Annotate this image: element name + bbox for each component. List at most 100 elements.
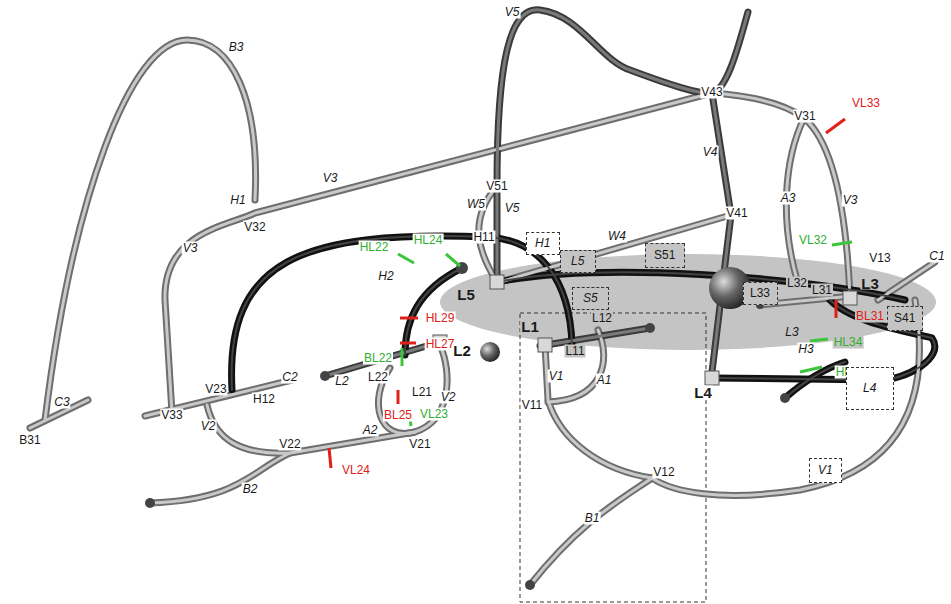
- part-label: C3: [53, 396, 70, 409]
- part-label: C1: [928, 250, 945, 263]
- part-label: L22: [367, 371, 389, 384]
- part-label: B3: [228, 41, 245, 54]
- part-label: H1: [229, 194, 246, 207]
- part-label: V2: [440, 391, 457, 404]
- link-tube: [540, 328, 650, 346]
- link-tube: [150, 453, 290, 503]
- cut-label: HL22: [359, 241, 390, 254]
- rod-end: [645, 323, 655, 333]
- link-tube: [497, 10, 748, 282]
- part-label: B2: [242, 483, 259, 496]
- part-label: V3: [182, 242, 199, 255]
- tube-highlight: [232, 236, 572, 390]
- part-label: L4: [693, 386, 713, 399]
- tube-highlight: [150, 453, 290, 503]
- box-label: S51: [654, 249, 675, 262]
- link-tube: [232, 236, 572, 390]
- part-label: L2: [334, 375, 349, 388]
- cut-mark: [400, 317, 418, 320]
- box-label: L33: [750, 287, 770, 300]
- link-tube: [652, 300, 919, 495]
- cut-label: VL33: [851, 97, 881, 110]
- part-label: H12: [252, 393, 276, 406]
- cut-mark: [800, 367, 822, 372]
- dashed-callout-box: V1: [809, 458, 842, 483]
- part-label: L12: [591, 312, 613, 325]
- cut-mark: [832, 242, 852, 245]
- tube-highlight: [165, 93, 804, 413]
- dashed-callout-box: S5: [572, 287, 609, 310]
- part-label: W4: [607, 230, 627, 243]
- part-label: W5: [466, 198, 486, 211]
- part-label: V32: [243, 221, 266, 234]
- box-label: V1: [818, 464, 833, 477]
- tube-highlight: [545, 345, 652, 478]
- part-label: L5: [456, 288, 476, 301]
- part-label: H11: [472, 231, 495, 244]
- joint-cube: [538, 338, 552, 352]
- cut-mark: [400, 342, 416, 345]
- tube-highlight: [207, 345, 447, 453]
- part-label: V21: [408, 438, 431, 451]
- part-label: V5: [504, 6, 521, 19]
- link-tube: [545, 345, 652, 478]
- dashed-callout-box: L4: [846, 367, 894, 410]
- part-label: V13: [868, 252, 891, 265]
- cut-label: HL34: [833, 336, 864, 349]
- box-label: L5: [571, 255, 584, 268]
- part-label: V11: [521, 399, 543, 412]
- part-label: L11: [564, 345, 585, 358]
- part-label: L31: [811, 284, 833, 297]
- cut-mark: [398, 254, 414, 263]
- cut-label: BL22: [363, 352, 393, 365]
- part-label: V3: [842, 194, 859, 207]
- rod-end: [145, 498, 155, 508]
- link-tube: [878, 262, 935, 300]
- part-label: V22: [278, 438, 301, 451]
- rod-end: [525, 580, 535, 590]
- part-label: L3: [784, 326, 799, 339]
- tube-highlight: [540, 328, 650, 346]
- part-label: B1: [584, 512, 601, 525]
- part-label: L2: [452, 344, 472, 357]
- cut-label: HL29: [425, 312, 456, 325]
- box-label: H1: [535, 237, 550, 250]
- part-label: C2: [281, 371, 298, 384]
- cut-mark: [835, 300, 838, 318]
- cut-mark: [329, 448, 331, 468]
- part-label: B31: [18, 434, 41, 447]
- box-label: L4: [863, 382, 876, 395]
- rod-end: [320, 371, 330, 381]
- part-label: V23: [204, 383, 227, 396]
- tube-highlight: [804, 118, 850, 298]
- part-label: V12: [652, 466, 675, 479]
- part-label: H3: [797, 343, 814, 356]
- tube-highlight: [530, 478, 652, 585]
- tube-highlight: [497, 10, 748, 282]
- part-label: L1: [520, 320, 540, 333]
- cut-mark: [397, 390, 400, 404]
- part-label: A2: [362, 424, 379, 437]
- cut-label: HL27: [425, 338, 456, 351]
- rod-end: [780, 393, 790, 403]
- cut-mark: [401, 348, 404, 366]
- cut-label: BL31: [855, 310, 885, 323]
- link-tube: [530, 478, 652, 585]
- tube-highlight: [878, 262, 935, 300]
- part-label: V2: [200, 420, 217, 433]
- part-label: L21: [411, 386, 433, 399]
- group-frame: [520, 313, 706, 602]
- part-label: H2: [377, 270, 394, 283]
- box-label: S41: [894, 312, 915, 325]
- cut-mark: [446, 254, 460, 266]
- tube-highlight: [652, 300, 919, 495]
- dashed-callout-box: H1: [526, 232, 560, 255]
- part-label: V43: [700, 86, 723, 99]
- cut-mark: [810, 339, 828, 341]
- link-tube: [45, 40, 256, 420]
- joint-cube: [843, 291, 857, 305]
- dashed-callout-box: S41: [887, 306, 923, 331]
- part-label: V3: [322, 172, 339, 185]
- part-label: V5: [504, 202, 521, 215]
